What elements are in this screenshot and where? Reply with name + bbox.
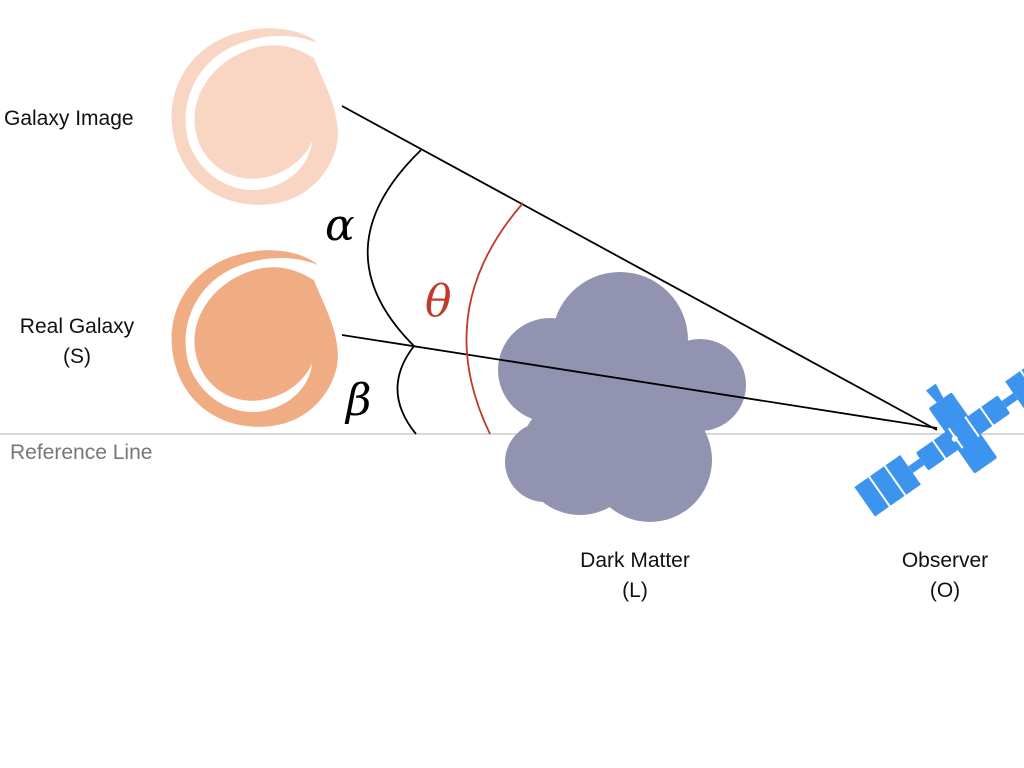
satellite-panels [854, 349, 1024, 517]
theta-label: θ [425, 276, 452, 327]
real-galaxy-label: Real Galaxy [20, 315, 135, 338]
dark-matter-sublabel: (L) [622, 579, 648, 602]
satellite-icon [908, 383, 1018, 474]
real-galaxy-icon [151, 235, 356, 447]
beta-arc [396, 345, 417, 435]
alpha-label: α [325, 200, 355, 251]
observer-sublabel: (O) [930, 579, 960, 602]
beta-label: β [344, 375, 371, 426]
dark-matter-cloud-icon [498, 272, 746, 522]
observer-label: Observer [902, 549, 988, 572]
reference-line-label: Reference Line [10, 441, 152, 464]
alpha-arc [366, 149, 422, 347]
theta-arc [465, 202, 524, 435]
image-sightline [341, 105, 938, 431]
dark-matter-label: Dark Matter [580, 549, 690, 572]
true-sightline [341, 334, 938, 429]
real-galaxy-sublabel: (S) [63, 345, 91, 368]
galaxy-image-label: Galaxy Image [4, 107, 134, 130]
galaxy-image-icon [151, 13, 356, 225]
